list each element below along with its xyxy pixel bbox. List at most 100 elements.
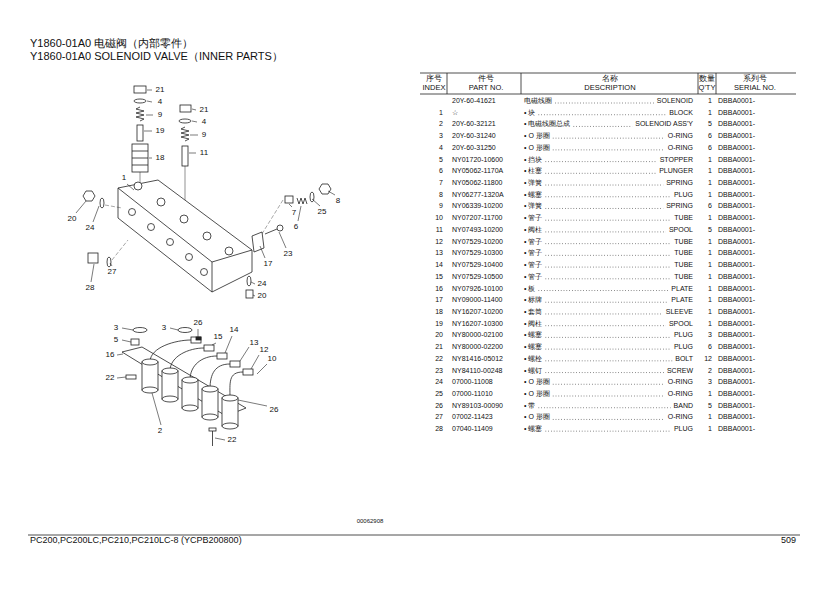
index-cell: 24 — [435, 378, 443, 386]
quantity-cell: 6 — [708, 203, 712, 211]
part-number-cell: NY80000-02100 — [452, 332, 503, 340]
index-cell: 3 — [439, 132, 443, 140]
description-cell: O-RING — [668, 132, 693, 140]
valve-block — [118, 180, 252, 292]
index-cell: 23 — [435, 367, 443, 375]
description-cell: SLEEVE — [666, 308, 693, 316]
part-number-cell: 07000-11008 — [452, 378, 493, 386]
right-parts — [246, 184, 331, 298]
part-number-cell: NY07493-10200 — [452, 226, 503, 234]
table-header: 系列号 — [743, 75, 767, 83]
description-cell: • O 形圈 — [524, 390, 550, 398]
quantity-cell: 1 — [708, 109, 712, 117]
solenoid-group — [122, 328, 253, 447]
serial-cell: DBBA0001- — [718, 273, 755, 281]
callout-number: 7 — [292, 209, 296, 218]
description-cell: • 螺塞 — [524, 332, 542, 340]
callout-number: 9 — [202, 131, 206, 140]
index-cell: 4 — [439, 144, 443, 152]
callout-number: 23 — [284, 250, 293, 259]
description-cell: • 块 — [524, 109, 535, 117]
description-cell: • 管子 — [524, 273, 542, 281]
callout-number: 18 — [156, 154, 165, 163]
description-cell: • O 形圈 — [524, 414, 550, 422]
left-plugs — [83, 191, 128, 267]
index-cell: 27 — [435, 414, 443, 422]
index-cell: 19 — [435, 320, 443, 328]
index-cell: 15 — [435, 273, 443, 281]
dot-leader — [553, 396, 665, 397]
index-cell: 22 — [435, 355, 443, 363]
top-stack — [179, 105, 191, 200]
part-number-cell: NY16207-10200 — [452, 308, 503, 316]
quantity-cell: 1 — [708, 97, 712, 105]
description-cell: SCREW — [667, 367, 693, 375]
part-number-cell: NY07926-10100 — [452, 285, 503, 293]
description-cell: SPOOL — [669, 226, 693, 234]
callout-number: 2 — [158, 427, 162, 436]
callout-number: 25 — [318, 208, 327, 217]
dot-leader — [545, 196, 671, 197]
quantity-cell: 5 — [708, 121, 712, 129]
callout-number: 3 — [114, 324, 118, 333]
description-cell: PLUG — [674, 343, 693, 351]
description-cell: • 管子 — [524, 214, 542, 222]
callout-number: 21 — [156, 86, 165, 95]
description-cell: • 电磁线圈总成 — [524, 121, 570, 129]
description-cell: • 弹簧 — [524, 179, 542, 187]
table-header: PART NO. — [469, 84, 504, 92]
part-number-cell: NY81416-05012 — [452, 355, 503, 363]
part-number-cell: NY01720-10600 — [452, 156, 503, 164]
callout-number: 17 — [264, 260, 273, 269]
serial-cell: DBBA0001- — [718, 390, 755, 398]
description-cell: TUBE — [674, 250, 693, 258]
dot-leader — [553, 419, 665, 420]
dot-leader — [545, 325, 665, 326]
description-cell: • 螺塞 — [524, 343, 542, 351]
quantity-cell: 5 — [708, 402, 712, 410]
callout-number: 28 — [86, 284, 95, 293]
description-cell: TUBE — [674, 214, 693, 222]
callout-number: 8 — [336, 197, 340, 206]
index-cell: 17 — [435, 296, 443, 304]
callout-number: 4 — [158, 98, 162, 107]
callout-number: 11 — [200, 149, 208, 158]
leader-lines — [76, 90, 335, 440]
callout-number: 14 — [230, 326, 239, 335]
serial-cell: DBBA0001- — [718, 261, 755, 269]
description-cell: SPRING — [666, 203, 693, 211]
quantity-cell: 1 — [708, 285, 712, 293]
callout-number: 24 — [258, 280, 267, 289]
callout-number: 3 — [162, 324, 166, 333]
index-cell: 6 — [439, 167, 443, 175]
description-cell: PLATE — [671, 285, 693, 293]
dot-leader — [545, 243, 671, 244]
part-number-cell: ☆ — [452, 109, 458, 117]
description-cell: • 弹簧 — [524, 203, 542, 211]
description-cell: SPOOL — [669, 320, 693, 328]
callout-number: 20 — [68, 215, 77, 224]
serial-cell: DBBA0001- — [718, 320, 755, 328]
description-cell: PLUG — [674, 425, 693, 433]
index-cell: 16 — [435, 285, 443, 293]
quantity-cell: 1 — [708, 296, 712, 304]
description-cell: SOLENOID ASS'Y — [635, 121, 693, 129]
callout-number: 21 — [200, 106, 209, 115]
quantity-cell: 1 — [708, 156, 712, 164]
description-cell: BAND — [674, 402, 693, 410]
part-number-cell: NY16207-10300 — [452, 320, 503, 328]
serial-cell: DBBA0001- — [718, 332, 755, 340]
index-cell: 13 — [435, 250, 443, 258]
description-cell: O-RING — [668, 414, 693, 422]
dot-leader — [553, 149, 665, 150]
serial-cell: DBBA0001- — [718, 308, 755, 316]
serial-cell: DBBA0001- — [718, 167, 755, 175]
index-cell: 11 — [436, 226, 443, 234]
dot-leader — [538, 114, 666, 115]
part-number-cell: NY89103-00090 — [452, 402, 503, 410]
serial-cell: DBBA0001- — [718, 425, 755, 433]
table-header: Q'TY — [699, 84, 716, 92]
table-rules — [420, 73, 796, 94]
serial-cell: DBBA0001- — [718, 214, 755, 222]
